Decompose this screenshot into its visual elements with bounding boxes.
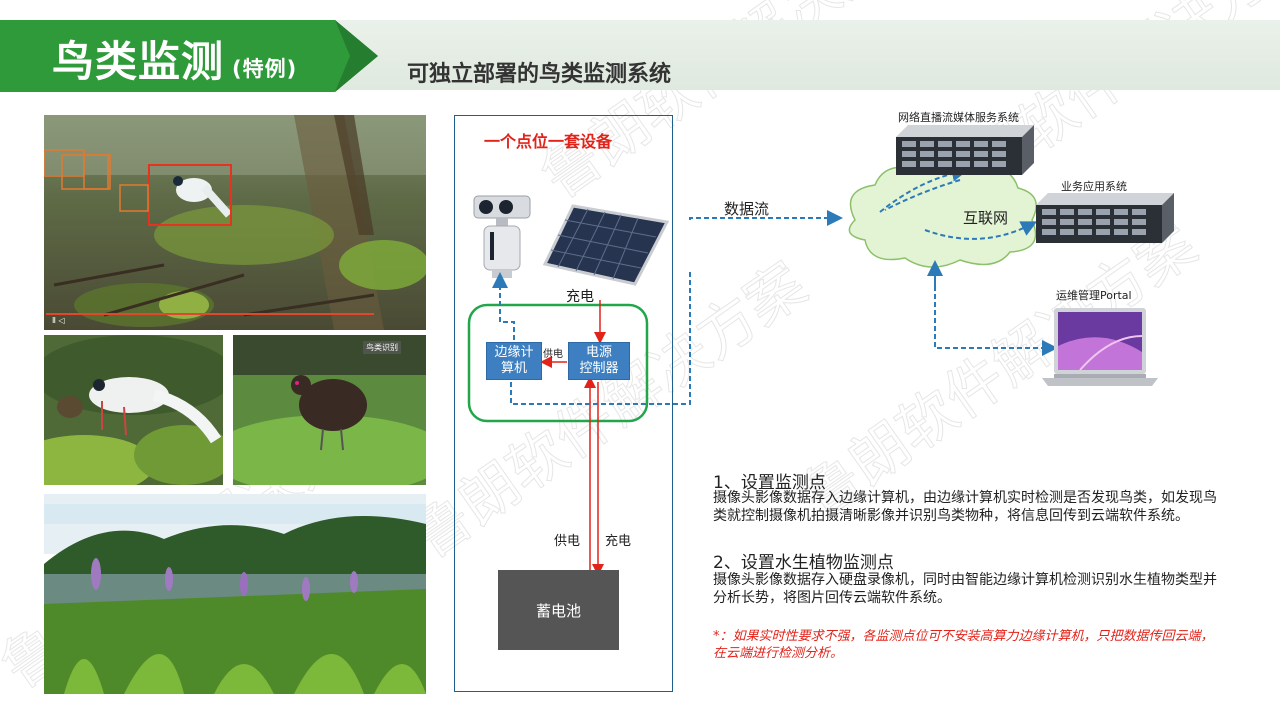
charge-label-top: 充电 (566, 289, 594, 305)
page-title: 鸟类监测 (特例) (52, 28, 297, 89)
point1-body: 摄像头影像数据存入边缘计算机，由边缘计算机实时检测是否发现鸟类，如发现鸟类就控制… (713, 490, 1217, 524)
device-wiring (467, 270, 691, 576)
page-title-main: 鸟类监测 (52, 37, 225, 86)
device-panel (454, 115, 673, 692)
data-stream-label: 数据流 (724, 200, 770, 218)
point2-title: 2、设置水生植物监测点 (713, 553, 894, 573)
business-server-icon (1036, 193, 1174, 243)
note-text: *：如果实时性要求不强，各监测点位可不安装高算力边缘计算机，只把数据传回云端，在… (713, 629, 1214, 661)
laptop-icon (1042, 308, 1158, 386)
pheasant-photo (44, 335, 223, 485)
bird-detection-tag: 鸟类识别 (363, 341, 401, 354)
edge-computer-box: 边缘计 算机 (486, 342, 542, 380)
point2-body: 摄像头影像数据存入硬盘录像机，同时由智能边缘计算机检测识别水生植物类型并分析长势… (713, 572, 1217, 606)
business-server-label: 业务应用系统 (1061, 180, 1127, 193)
forest-camera-photo: Ⅱ ◁ (44, 115, 426, 330)
supply-label-small: 供电 (543, 349, 563, 360)
power-controller-box: 电源 控制器 (568, 342, 630, 380)
solar-panel-icon (543, 204, 669, 286)
page-title-suffix: (特例) (232, 57, 298, 81)
point1-title: 1、设置监测点 (713, 473, 826, 493)
page-subtitle: 可独立部署的鸟类监测系统 (407, 62, 672, 87)
line-charge-label: 充电 (605, 534, 632, 549)
internet-label: 互联网 (963, 209, 1009, 227)
water-plants-photo (44, 494, 426, 694)
device-panel-title: 一个点位一套设备 (484, 132, 613, 151)
ptz-camera-icon (473, 195, 531, 278)
portal-label: 运维管理Portal (1056, 289, 1132, 302)
media-server-icon (896, 125, 1034, 175)
media-server-label: 网络直播流媒体服务系统 (898, 111, 1019, 124)
dark-bird-photo: 鸟类识别 (233, 335, 426, 485)
line-supply-label: 供电 (554, 534, 581, 549)
video-controls-overlay: Ⅱ ◁ (52, 316, 65, 325)
battery-box: 蓄电池 (498, 570, 619, 650)
header-title-shape (0, 20, 378, 92)
